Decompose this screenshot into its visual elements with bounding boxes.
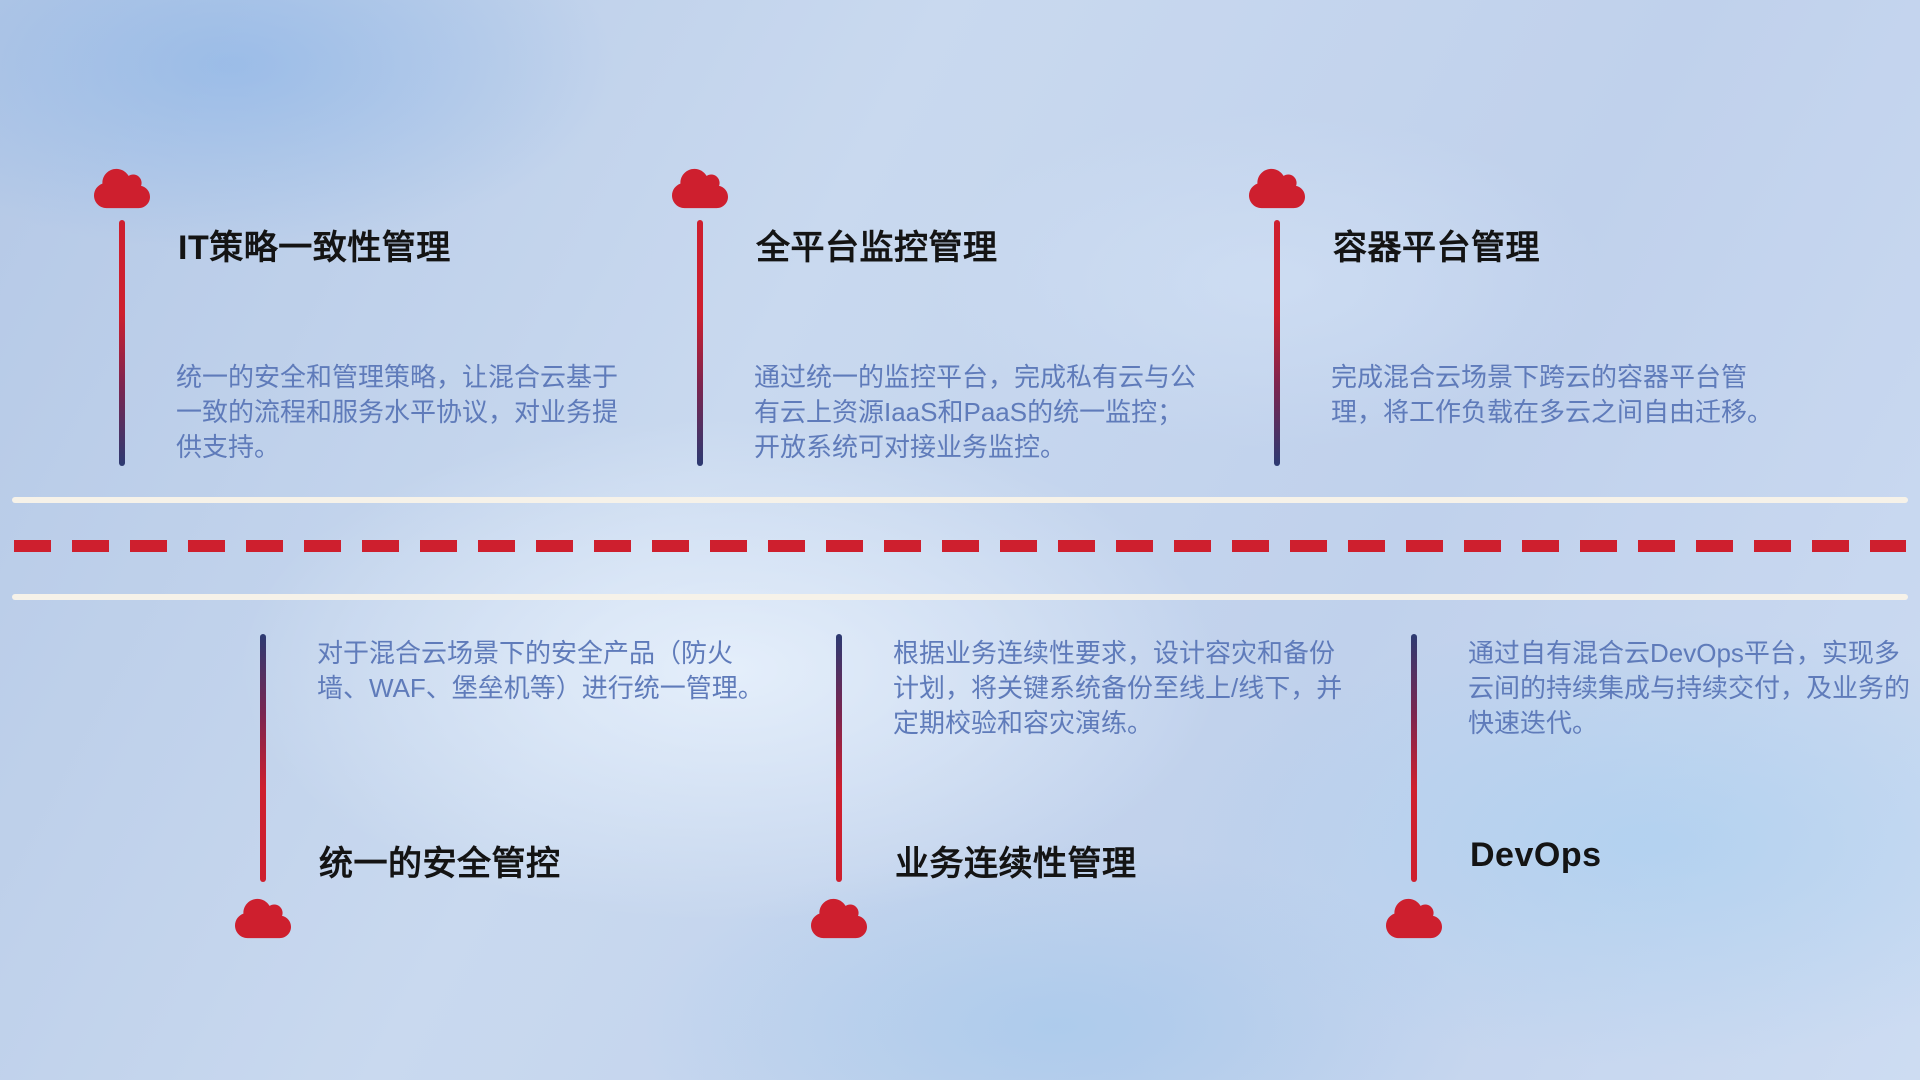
timeline-line [836,634,842,882]
item-description: 统一的安全和管理策略，让混合云基于一致的流程和服务水平协议，对业务提供支持。 [176,362,619,462]
item-title: 业务连续性管理 [895,845,1137,883]
divider-top-line [12,497,1908,503]
timeline-line [1411,634,1417,882]
item-title: DevOps [1470,836,1602,874]
item-description: 根据业务连续性要求，设计容灾和备份计划，将关键系统备份至线上/线下，并定期校验和… [893,638,1343,738]
cloud-icon [235,896,291,941]
item-title: 容器平台管理 [1333,229,1540,267]
cloud-icon [672,166,728,211]
cloud-icon [1249,166,1305,211]
cloud-icon [1386,896,1442,941]
item-description: 对于混合云场景下的安全产品（防火墙、WAF、堡垒机等）进行统一管理。 [317,638,764,703]
item-title: 全平台监控管理 [756,229,998,267]
item-title: 统一的安全管控 [319,845,561,883]
divider-dashed-line [14,540,1906,552]
divider-bottom-line [12,594,1908,600]
timeline-line [260,634,266,882]
timeline-line [1274,220,1280,466]
timeline-line [119,220,125,466]
item-title: IT策略一致性管理 [178,229,451,267]
item-description: 通过自有混合云DevOps平台，实现多云间的持续集成与持续交付，及业务的快速迭代… [1468,638,1911,738]
item-description: 通过统一的监控平台，完成私有云与公有云上资源IaaS和PaaS的统一监控；开放系… [754,362,1197,462]
timeline-line [697,220,703,466]
item-description: 完成混合云场景下跨云的容器平台管理，将工作负载在多云之间自由迁移。 [1331,362,1774,427]
cloud-icon [94,166,150,211]
cloud-icon [811,896,867,941]
